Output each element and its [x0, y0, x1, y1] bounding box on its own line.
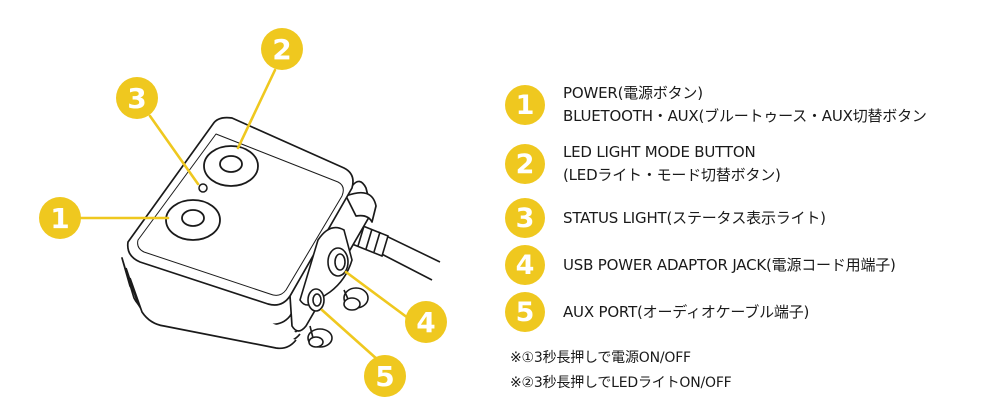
cable — [351, 222, 441, 281]
port-panel — [299, 226, 353, 306]
legend-text-power: POWER(電源ボタン) BLUETOOTH・AUX(ブルートゥース・AUX切替… — [563, 82, 927, 128]
usb-jack — [327, 247, 369, 311]
legend-item-aux-port: 5 AUX PORT(オーディオケーブル端子) — [505, 292, 809, 332]
callout-badge-2: 2 — [261, 28, 303, 70]
legend-line: LED LIGHT MODE BUTTON — [563, 143, 756, 161]
led-mode-button — [203, 145, 259, 187]
callout-badge-4: 4 — [405, 301, 447, 343]
leader-lines — [78, 68, 410, 362]
legend-line: USB POWER ADAPTOR JACK(電源コード用端子) — [563, 255, 896, 274]
legend-badge-1: 1 — [505, 85, 545, 125]
legend-item-usb-jack: 4 USB POWER ADAPTOR JACK(電源コード用端子) — [505, 245, 896, 285]
legend-badge-2: 2 — [505, 144, 545, 184]
legend-line: (LEDライト・モード切替ボタン) — [563, 166, 781, 184]
power-button — [165, 199, 221, 241]
legend-text-status-light: STATUS LIGHT(ステータス表示ライト) — [563, 207, 826, 230]
callout-number-3: 3 — [127, 82, 146, 115]
legend-item-status-light: 3 STATUS LIGHT(ステータス表示ライト) — [505, 198, 826, 238]
legend-line: BLUETOOTH・AUX(ブルートゥース・AUX切替ボタン — [563, 107, 927, 125]
note-power-hold: ※①3秒長押しで電源ON/OFF — [510, 350, 691, 366]
callout-badge-3: 3 — [116, 77, 158, 119]
legend-text-usb-jack: USB POWER ADAPTOR JACK(電源コード用端子) — [563, 254, 896, 277]
callout-number-4: 4 — [416, 306, 435, 339]
callout-number-5: 5 — [375, 360, 394, 393]
callout-badge-5: 5 — [364, 355, 406, 397]
legend-text-aux-port: AUX PORT(オーディオケーブル端子) — [563, 301, 809, 324]
legend-item-led-mode: 2 LED LIGHT MODE BUTTON (LEDライト・モード切替ボタン… — [505, 141, 781, 187]
legend-badge-3: 3 — [505, 198, 545, 238]
legend-badge-4: 4 — [505, 245, 545, 285]
legend-item-power: 1 POWER(電源ボタン) BLUETOOTH・AUX(ブルートゥース・AUX… — [505, 82, 927, 128]
legend-badge-5: 5 — [505, 292, 545, 332]
status-light — [198, 183, 208, 193]
legend-line: AUX PORT(オーディオケーブル端子) — [563, 302, 810, 321]
callout-number-2: 2 — [272, 33, 291, 66]
legend-line: POWER(電源ボタン) — [563, 84, 703, 102]
callout-number-1: 1 — [50, 202, 69, 235]
note-led-hold: ※②3秒長押しでLEDライトON/OFF — [510, 375, 732, 391]
legend-text-led-mode: LED LIGHT MODE BUTTON (LEDライト・モード切替ボタン) — [563, 141, 781, 187]
aux-port — [307, 288, 333, 348]
callout-badge-1: 1 — [39, 197, 81, 239]
legend-line: STATUS LIGHT(ステータス表示ライト) — [563, 208, 826, 227]
